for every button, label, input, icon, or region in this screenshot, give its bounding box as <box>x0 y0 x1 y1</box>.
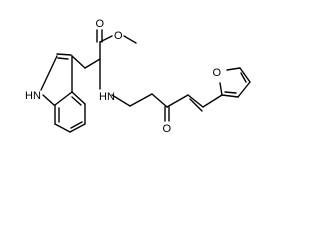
bond-c4-c3a-inner <box>71 96 82 106</box>
bond-furan-c3-c2 <box>221 94 239 98</box>
bond-furan-c4-c3 <box>237 81 251 98</box>
atom-label-ester-carbonyl-o: O <box>96 18 105 30</box>
atom-label-amine-nh: HN <box>99 91 115 103</box>
bond-amine-ch2 <box>111 94 131 107</box>
bond-beta-indole-c3 <box>71 55 86 69</box>
atom-label-indole-nh: HN <box>25 90 41 102</box>
bond-c3-c2-double-a <box>56 53 72 56</box>
bond-c6-c5 <box>69 123 86 133</box>
atom-label-ketone-o: O <box>163 123 172 135</box>
bond-c3-c2-double-b <box>57 57 69 60</box>
bond-c4-c3a <box>71 91 86 105</box>
bond-alpha-beta <box>84 58 101 69</box>
bond-furan-c3-c2-inner <box>224 91 237 94</box>
bond-c3a-c7a <box>54 91 73 106</box>
bond-alkoxy-methyl <box>123 35 137 44</box>
bond-furan-c5-c4-inner <box>240 72 247 83</box>
bond-ketone-vinyl <box>166 94 189 108</box>
bond-c2-n1 <box>40 55 58 91</box>
bond-vinyl-double-a <box>187 94 204 108</box>
bond-c6-c5-inner <box>70 121 83 129</box>
bond-furan-o-c5 <box>226 67 241 71</box>
atom-label-ester-alkoxy-o: O <box>114 30 123 42</box>
bond-carbonyl-alkoxy <box>99 35 113 43</box>
bond-c7-c6 <box>54 123 71 133</box>
bond-n1-c7a <box>42 94 55 106</box>
bond-ch2-ch2 <box>129 93 153 107</box>
atom-label-furan-o: O <box>213 67 222 79</box>
bond-vinyl-furan <box>202 94 223 108</box>
bond-ch2-ketone <box>151 93 168 108</box>
bond-furan-c5-c4 <box>239 67 251 83</box>
chemical-structure: O O HN HN O O <box>25 18 251 135</box>
bond-furan-c2-o <box>219 82 223 96</box>
bond-vinyl-double-b <box>189 98 203 112</box>
